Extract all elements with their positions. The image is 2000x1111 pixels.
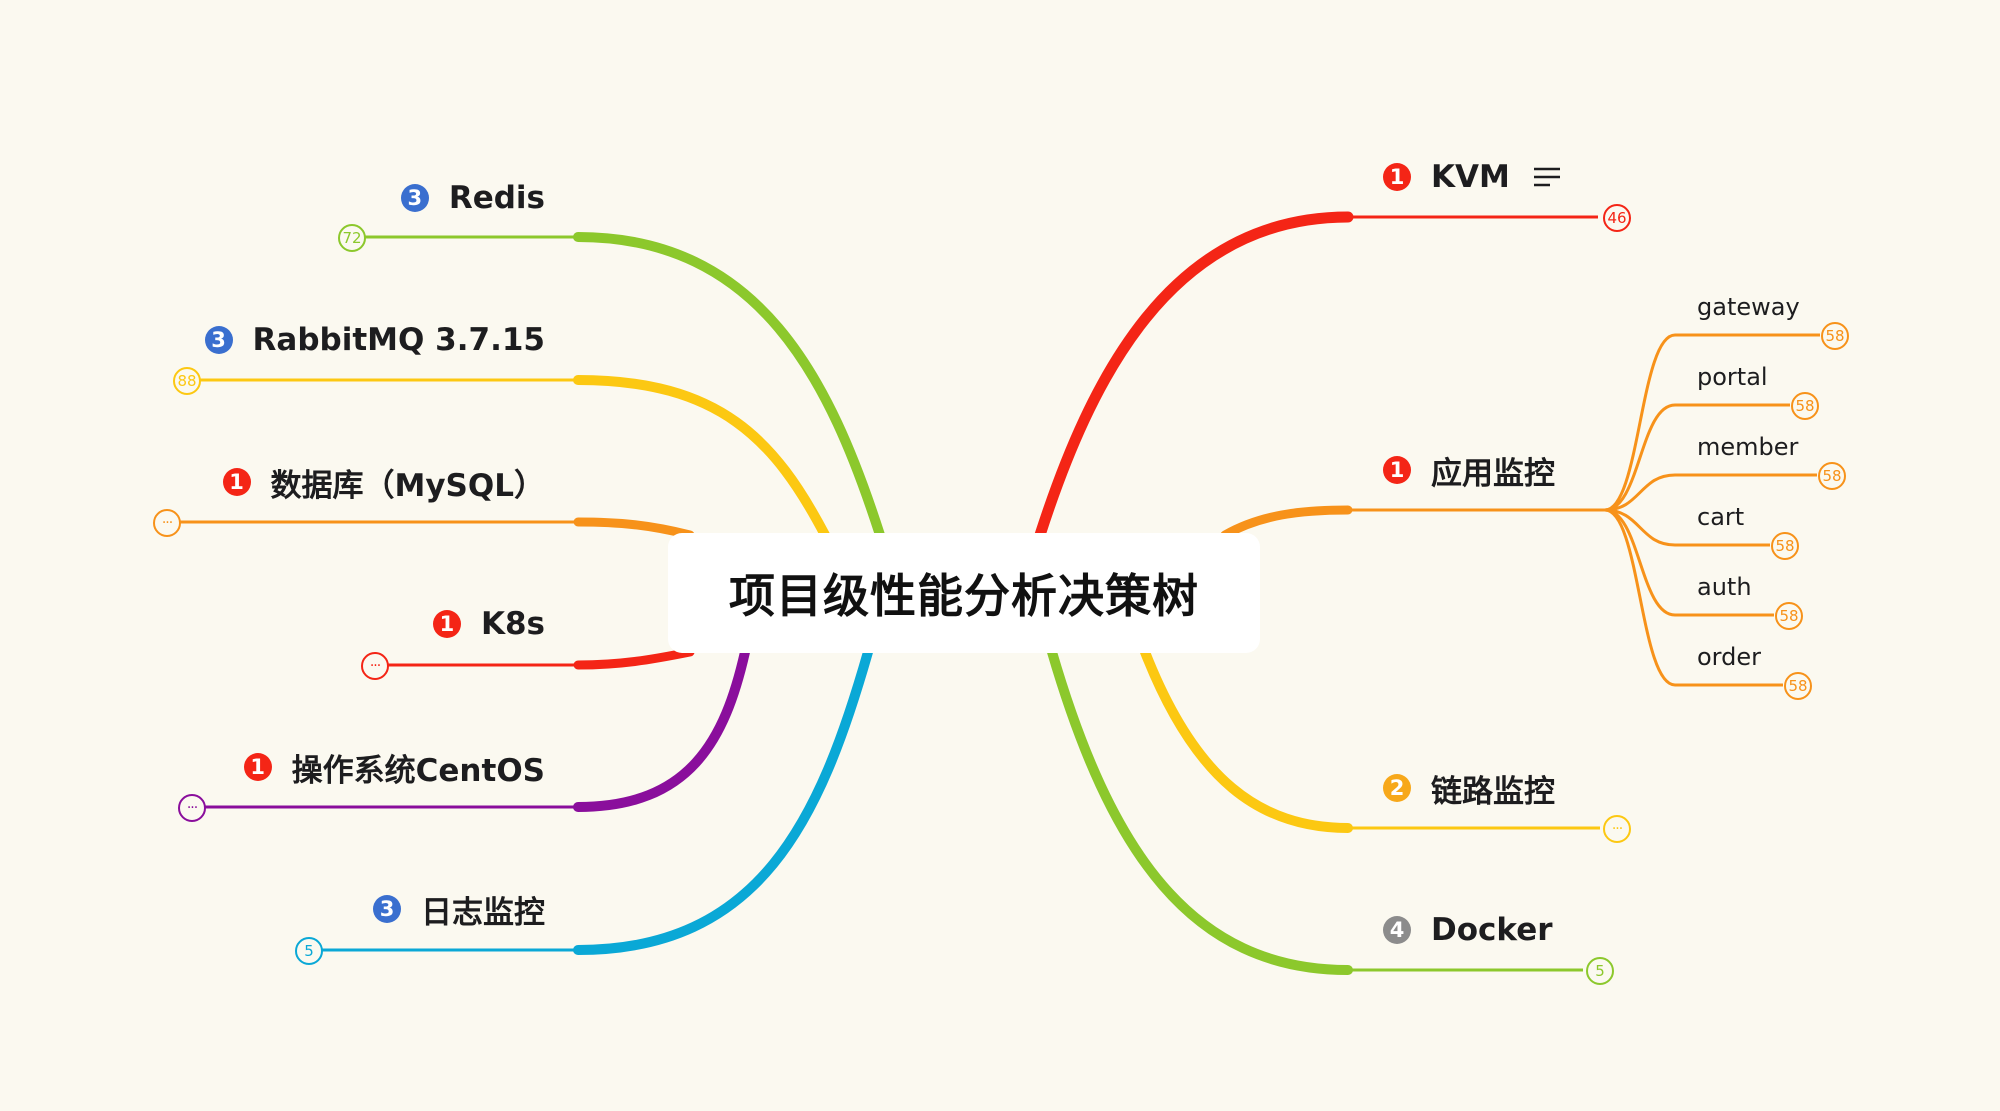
branch-centos (573, 647, 750, 812)
topic-label: Redis (448, 180, 545, 216)
topic-label: 操作系统CentOS (291, 752, 545, 789)
topic-redis[interactable]: 3 Redis (400, 176, 545, 220)
priority-1-icon: 1 (222, 468, 251, 496)
topic-label: KVM (1431, 159, 1510, 195)
branch-k8s (573, 647, 695, 670)
priority-3-icon: 3 (373, 895, 401, 923)
priority-4-icon: 4 (1383, 916, 1411, 944)
collapse-count-badge[interactable]: 58 (1791, 392, 1819, 420)
topic-logs[interactable]: 3 日志监控 (373, 887, 545, 931)
subtopic-member[interactable]: member (1697, 433, 1799, 461)
priority-1-icon: 1 (432, 610, 461, 638)
priority-3-icon: 3 (204, 326, 233, 354)
topic-k8s[interactable]: 1 K8s (432, 602, 545, 646)
topic-rabbitmq[interactable]: 3 RabbitMQ 3.7.15 (204, 318, 545, 362)
topic-label: Docker (1431, 912, 1553, 948)
app-children-connectors (1604, 333, 1820, 687)
topic-label: 链路监控 (1431, 773, 1555, 810)
branch-logs (573, 647, 873, 955)
priority-1-icon: 1 (243, 753, 272, 781)
central-topic[interactable]: 项目级性能分析决策树 (668, 533, 1260, 653)
notes-icon[interactable] (1532, 165, 1562, 189)
topic-docker[interactable]: 4 Docker (1383, 908, 1553, 952)
subtopic-cart[interactable]: cart (1697, 503, 1745, 531)
topic-trace-monitoring[interactable]: 2 链路监控 (1383, 766, 1555, 810)
branch-kvm (1034, 211, 1354, 541)
branch-docker (1047, 647, 1353, 975)
collapse-count-badge[interactable]: 58 (1818, 462, 1846, 490)
priority-2-icon: 2 (1383, 774, 1411, 802)
collapse-count-badge[interactable]: 58 (1784, 672, 1812, 700)
topic-label: 数据库（MySQL） (270, 467, 546, 504)
priority-1-icon: 1 (1383, 163, 1411, 191)
subtopic-gateway[interactable]: gateway (1697, 293, 1800, 321)
collapse-count-badge[interactable]: 88 (173, 367, 201, 395)
branch-app (1220, 505, 1353, 540)
priority-3-icon: 3 (400, 184, 429, 212)
collapse-count-badge[interactable]: 46 (1603, 204, 1631, 232)
expand-more-badge[interactable]: ··· (178, 794, 206, 822)
collapse-count-badge[interactable]: 58 (1775, 602, 1803, 630)
subtopic-portal[interactable]: portal (1697, 363, 1768, 391)
collapse-count-badge[interactable]: 58 (1821, 322, 1849, 350)
topic-label: RabbitMQ 3.7.15 (252, 322, 545, 358)
subtopic-auth[interactable]: auth (1697, 573, 1752, 601)
branch-rabbitmq (573, 375, 830, 540)
collapse-count-badge[interactable]: 5 (295, 937, 323, 965)
topic-label: 日志监控 (421, 894, 545, 931)
branch-trace (1140, 647, 1353, 833)
expand-more-badge[interactable]: ··· (153, 509, 181, 537)
branch-mysql (573, 517, 695, 540)
topic-label: 应用监控 (1431, 455, 1555, 492)
collapse-count-badge[interactable]: 72 (338, 224, 366, 252)
topic-app-monitoring[interactable]: 1 应用监控 (1383, 448, 1555, 492)
collapse-count-badge[interactable]: 58 (1771, 532, 1799, 560)
topic-centos[interactable]: 1 操作系统CentOS (243, 745, 545, 789)
topic-mysql[interactable]: 1 数据库（MySQL） (222, 460, 546, 504)
expand-more-badge[interactable]: ··· (361, 652, 389, 680)
subtopic-order[interactable]: order (1697, 643, 1761, 671)
collapse-count-badge[interactable]: 5 (1586, 957, 1614, 985)
expand-more-badge[interactable]: ··· (1603, 815, 1631, 843)
central-topic-title: 项目级性能分析决策树 (729, 569, 1199, 623)
branch-redis (573, 232, 885, 540)
priority-1-icon: 1 (1383, 456, 1411, 484)
topic-label: K8s (480, 606, 545, 642)
topic-kvm[interactable]: 1 KVM (1383, 155, 1562, 199)
